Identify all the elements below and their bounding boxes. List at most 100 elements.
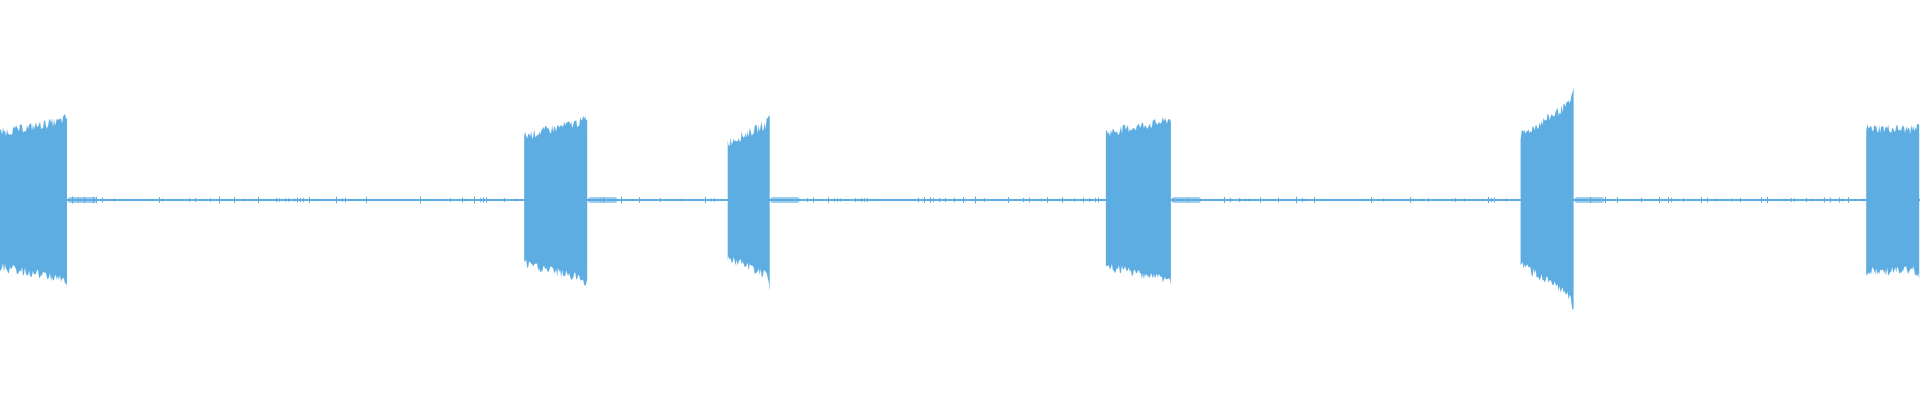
waveform-noise-tick <box>681 198 682 202</box>
waveform-burst-2 <box>524 116 588 286</box>
waveform-noise-tick <box>1740 197 1741 203</box>
waveform-noise-tick <box>1263 198 1264 202</box>
waveform-noise-tick <box>1812 198 1813 202</box>
waveform-burst-tail <box>1171 197 1202 203</box>
waveform-noise-tick <box>339 198 340 202</box>
waveform-noise-tick <box>1641 197 1642 203</box>
waveform-noise-tick <box>1455 198 1456 202</box>
waveform-burst-4 <box>1105 116 1171 286</box>
waveform-noise-tick <box>1824 197 1825 203</box>
waveform-noise-tick <box>975 196 976 204</box>
waveform-noise-tick <box>264 198 265 202</box>
waveform-noise-tick <box>1023 197 1024 203</box>
waveform-noise-tick <box>1728 198 1729 202</box>
waveform-noise-tick <box>933 197 934 203</box>
waveform-noise-tick <box>1491 197 1492 203</box>
waveform-noise-tick <box>1410 197 1411 203</box>
waveform-noise-tick <box>120 198 121 202</box>
waveform-burst-tail <box>1890 197 1920 203</box>
waveform-burst-3 <box>727 115 770 292</box>
waveform-burst-tail <box>587 197 618 203</box>
waveform-noise-tick <box>861 198 862 202</box>
waveform-noise-tick <box>486 197 487 203</box>
waveform-noise-tick <box>924 197 925 203</box>
waveform-noise-tick <box>450 198 451 202</box>
waveform-noise-tick <box>621 196 622 204</box>
waveform-noise-tick <box>1080 198 1081 202</box>
waveform-noise-tick <box>840 198 841 202</box>
waveform-noise-tick <box>345 197 346 203</box>
waveform-noise-tick <box>1356 198 1357 202</box>
waveform-noise-tick <box>1371 197 1372 203</box>
waveform-noise-tick <box>963 197 964 203</box>
waveform-noise-tick <box>1095 197 1096 203</box>
waveform-noise-tick <box>855 198 856 202</box>
waveform-noise-tick <box>1794 198 1795 202</box>
waveform-noise-tick <box>114 198 115 202</box>
waveform-noise-tick <box>1839 197 1840 203</box>
waveform-noise-tick <box>1098 197 1099 203</box>
waveform-noise-tick <box>1494 197 1495 203</box>
waveform-noise-tick <box>102 197 103 203</box>
waveform-noise-tick <box>1452 198 1453 202</box>
waveform-noise-tick <box>276 197 277 203</box>
waveform-noise-tick <box>1305 198 1306 202</box>
waveform-noise-tick <box>1842 198 1843 202</box>
waveform-noise-tick <box>1761 197 1762 203</box>
waveform-noise-tick <box>1383 198 1384 202</box>
waveform-noise-tick <box>480 198 481 202</box>
waveform-noise-tick <box>1791 198 1792 202</box>
waveform-noise-tick <box>1041 198 1042 202</box>
waveform-noise-tick <box>300 197 301 203</box>
waveform-noise-tick <box>1605 196 1606 204</box>
waveform-noise-tick <box>1245 198 1246 202</box>
waveform-noise-tick <box>234 197 235 203</box>
waveform-noise-tick <box>1683 198 1684 202</box>
waveform-noise-tick <box>828 197 829 203</box>
waveform-noise-tick <box>1239 198 1240 202</box>
waveform-noise-tick <box>195 198 196 202</box>
waveform-noise-tick <box>219 196 220 204</box>
waveform-noise-tick <box>159 197 160 203</box>
waveform-noise-tick <box>1047 197 1048 203</box>
waveform-noise-tick <box>918 197 919 203</box>
waveform-noise-tick <box>1488 196 1489 204</box>
waveform-noise-tick <box>336 196 337 204</box>
waveform-noise-tick <box>1074 198 1075 202</box>
waveform-noise-tick <box>288 198 289 202</box>
waveform-noise-tick <box>858 198 859 202</box>
waveform-noise-tick <box>1302 197 1303 203</box>
waveform-noise-tick <box>945 197 946 203</box>
waveform-noise-tick <box>954 197 955 203</box>
waveform-noise-tick <box>342 198 343 202</box>
waveform-noise-tick <box>867 197 868 203</box>
waveform-noise-tick <box>294 198 295 202</box>
waveform-noise-tick <box>837 198 838 202</box>
waveform-noise-tick <box>279 198 280 202</box>
waveform-noise-tick <box>516 198 517 202</box>
waveform-noise-tick <box>303 197 304 203</box>
waveform-burst-5 <box>1520 86 1574 311</box>
waveform-noise-tick <box>1464 198 1465 202</box>
waveform-noise-tick <box>1296 196 1297 204</box>
waveform-noise-tick <box>258 196 259 204</box>
waveform-noise-tick <box>1830 197 1831 203</box>
waveform-noise-tick <box>1668 197 1669 203</box>
waveform-noise-tick <box>813 197 814 203</box>
waveform-noise-tick <box>1731 198 1732 202</box>
waveform-noise-tick <box>1671 197 1672 203</box>
waveform-noise-tick <box>462 197 463 203</box>
waveform-burst-1 <box>0 114 67 287</box>
waveform-noise-tick <box>1707 197 1708 203</box>
waveform-noise-tick <box>714 198 715 202</box>
waveform-noise-tick <box>1389 198 1390 202</box>
waveform-noise-tick <box>1767 196 1768 204</box>
waveform-noise-tick <box>1032 198 1033 202</box>
waveform-burst-tail <box>769 197 800 203</box>
waveform-noise-tick <box>834 198 835 202</box>
waveform-noise-tick <box>639 197 640 203</box>
waveform-noise-tick <box>807 198 808 202</box>
waveform-noise-tick <box>1260 197 1261 203</box>
waveform-noise-tick <box>1422 198 1423 202</box>
